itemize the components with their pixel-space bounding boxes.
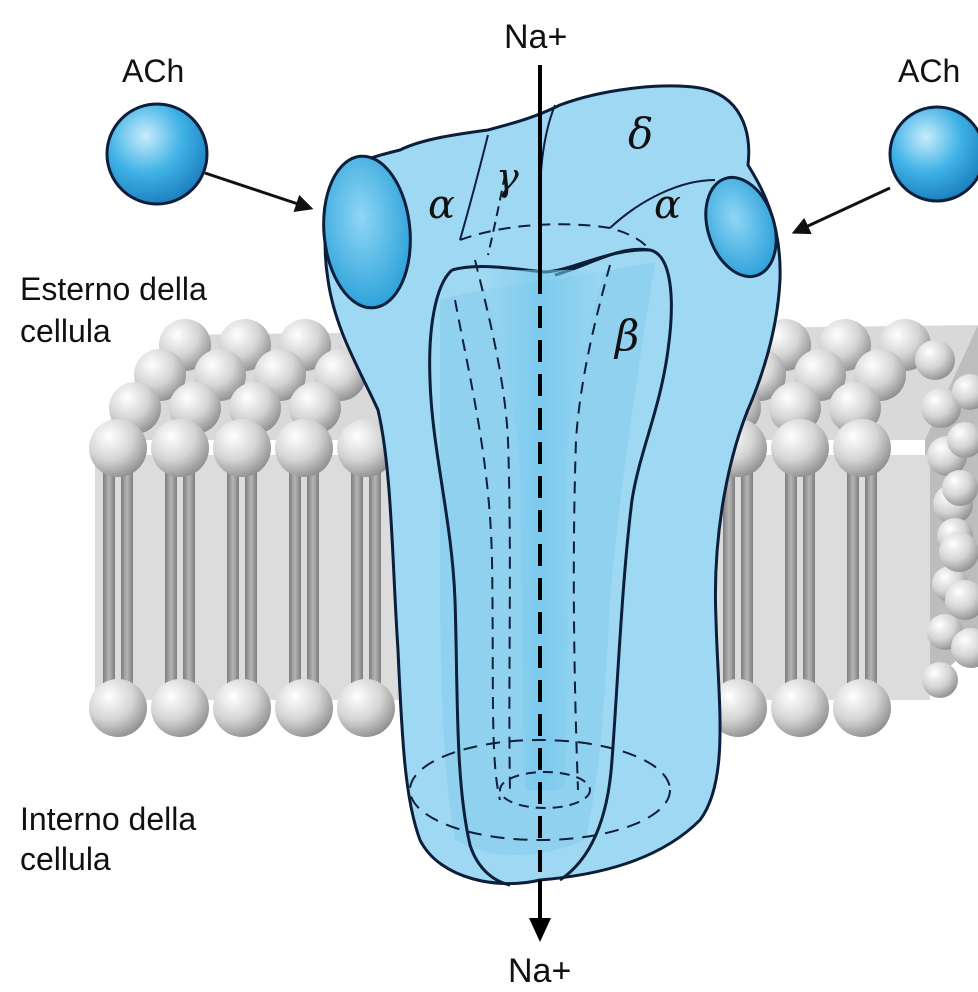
lipid-head xyxy=(89,419,147,477)
lipid-head xyxy=(213,419,271,477)
ach-arrow-left xyxy=(205,173,310,208)
ach-arrow-right xyxy=(795,188,890,232)
lipid-tail xyxy=(785,465,797,690)
lipid-head xyxy=(151,679,209,737)
subunit-label-gamma: γ xyxy=(496,155,519,199)
ion-label-top: Na+ xyxy=(504,18,567,56)
ach-molecule-right-group xyxy=(795,107,978,232)
lipid-head xyxy=(337,679,395,737)
subunit-label-alpha-right: α xyxy=(654,182,681,228)
lipid-tail xyxy=(165,465,177,690)
lipid-tail xyxy=(245,465,257,690)
lipid-tail xyxy=(741,465,753,690)
outside-cell-label-line2: cellula xyxy=(20,313,111,349)
outside-cell-label-line1: Esterno della xyxy=(20,271,207,307)
lipid-tail xyxy=(865,465,877,690)
lipid-tail xyxy=(369,465,381,690)
ion-label-bottom: Na+ xyxy=(508,952,571,990)
lipid-head xyxy=(922,662,958,698)
ach-molecule-right xyxy=(890,107,978,201)
lipid-head xyxy=(833,419,891,477)
lipid-tail xyxy=(307,465,319,690)
ion-arrow-head xyxy=(529,918,551,942)
lipid-tail xyxy=(847,465,859,690)
lipid-tail xyxy=(227,465,239,690)
ach-label-right: ACh xyxy=(898,53,960,89)
lipid-head xyxy=(275,419,333,477)
lipid-head xyxy=(151,419,209,477)
subunit-label-delta: δ xyxy=(628,109,653,158)
acetylcholine-receptor: α γ δ α β xyxy=(318,86,789,885)
inside-cell-label-line1: Interno della xyxy=(20,801,196,837)
lipid-head xyxy=(942,470,978,506)
lipid-tail xyxy=(183,465,195,690)
ach-label-left: ACh xyxy=(122,53,184,89)
lipid-head xyxy=(213,679,271,737)
lipid-head xyxy=(915,340,955,380)
subunit-label-alpha-left: α xyxy=(428,182,455,228)
inside-cell-label-line2: cellula xyxy=(20,841,111,877)
lipid-head xyxy=(771,419,829,477)
lipid-tail xyxy=(121,465,133,690)
lipid-head xyxy=(275,679,333,737)
subunit-label-beta: β xyxy=(613,311,639,360)
lipid-tail xyxy=(803,465,815,690)
lipid-head xyxy=(939,532,978,572)
ach-molecule-left xyxy=(107,104,207,204)
lipid-tail xyxy=(351,465,363,690)
ach-molecule-left-group xyxy=(107,104,310,208)
lipid-tail xyxy=(289,465,301,690)
lipid-head xyxy=(833,679,891,737)
lipid-tail xyxy=(103,465,115,690)
lipid-head xyxy=(771,679,829,737)
lipid-head xyxy=(89,679,147,737)
